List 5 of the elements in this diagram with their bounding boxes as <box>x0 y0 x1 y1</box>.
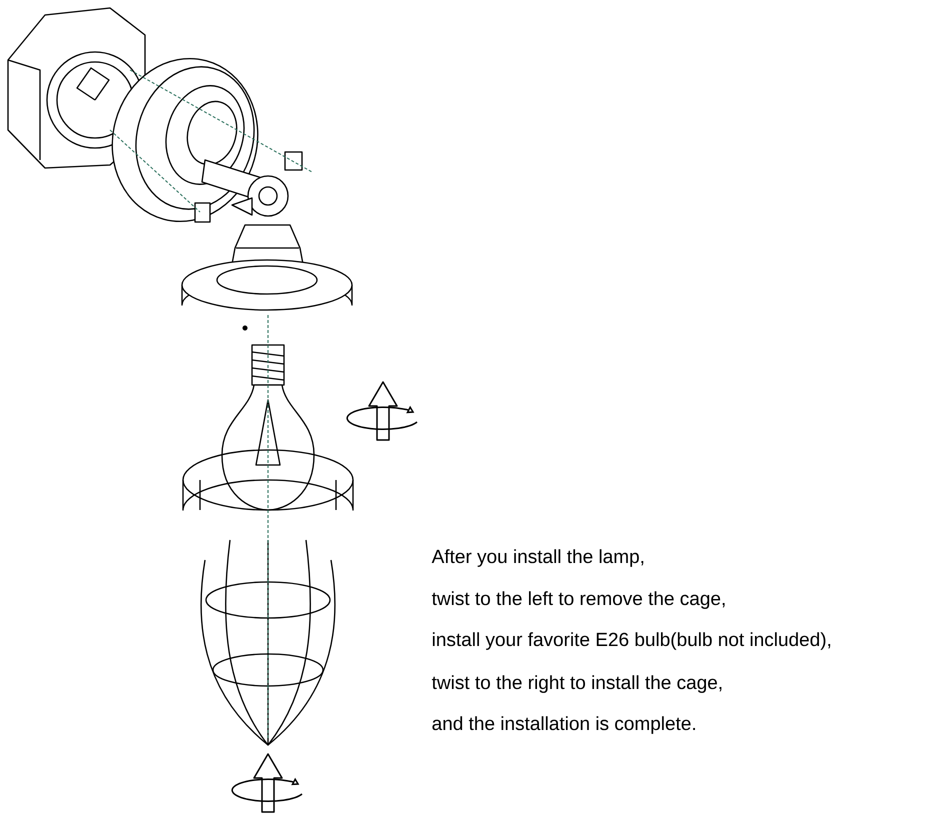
instruction-text: After you install the lamp, <box>432 549 644 567</box>
instruction-text: install your favorite E26 bulb(bulb not included), <box>432 632 830 650</box>
instruction-text: and the installation is complete. <box>432 716 695 734</box>
instruction-text: twist to the right to install the cage, <box>432 675 722 693</box>
instruction-text: twist to the left to remove the cage, <box>432 591 725 609</box>
